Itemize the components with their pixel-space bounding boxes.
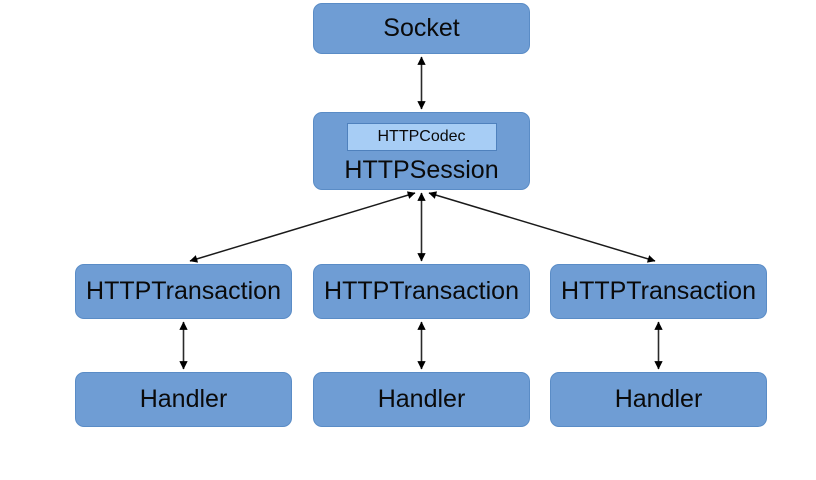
- node-handler-right[interactable]: Handler: [550, 372, 767, 427]
- node-httpcodec-label: HTTPCodec: [377, 128, 466, 145]
- node-handler-left[interactable]: Handler: [75, 372, 292, 427]
- node-handler-left-label: Handler: [139, 385, 228, 413]
- edge-session-txn-right: [428, 191, 656, 263]
- node-handler-right-label: Handler: [614, 385, 703, 413]
- node-socket-label: Socket: [383, 14, 460, 42]
- node-handler-mid-label: Handler: [377, 385, 466, 413]
- edge-session-txn-left: [189, 191, 416, 263]
- node-httptransaction-left[interactable]: HTTPTransaction: [75, 264, 292, 319]
- node-httptransaction-left-label: HTTPTransaction: [86, 277, 281, 305]
- node-httptransaction-mid-label: HTTPTransaction: [324, 277, 519, 305]
- node-handler-mid[interactable]: Handler: [313, 372, 530, 427]
- node-socket[interactable]: Socket: [313, 3, 530, 54]
- node-httpsession[interactable]: HTTPCodec HTTPSession: [313, 112, 530, 190]
- node-httptransaction-right-label: HTTPTransaction: [561, 277, 756, 305]
- node-httpsession-label: HTTPSession: [344, 156, 499, 184]
- node-httptransaction-mid[interactable]: HTTPTransaction: [313, 264, 530, 319]
- node-httptransaction-right[interactable]: HTTPTransaction: [550, 264, 767, 319]
- node-httpcodec[interactable]: HTTPCodec: [346, 123, 497, 151]
